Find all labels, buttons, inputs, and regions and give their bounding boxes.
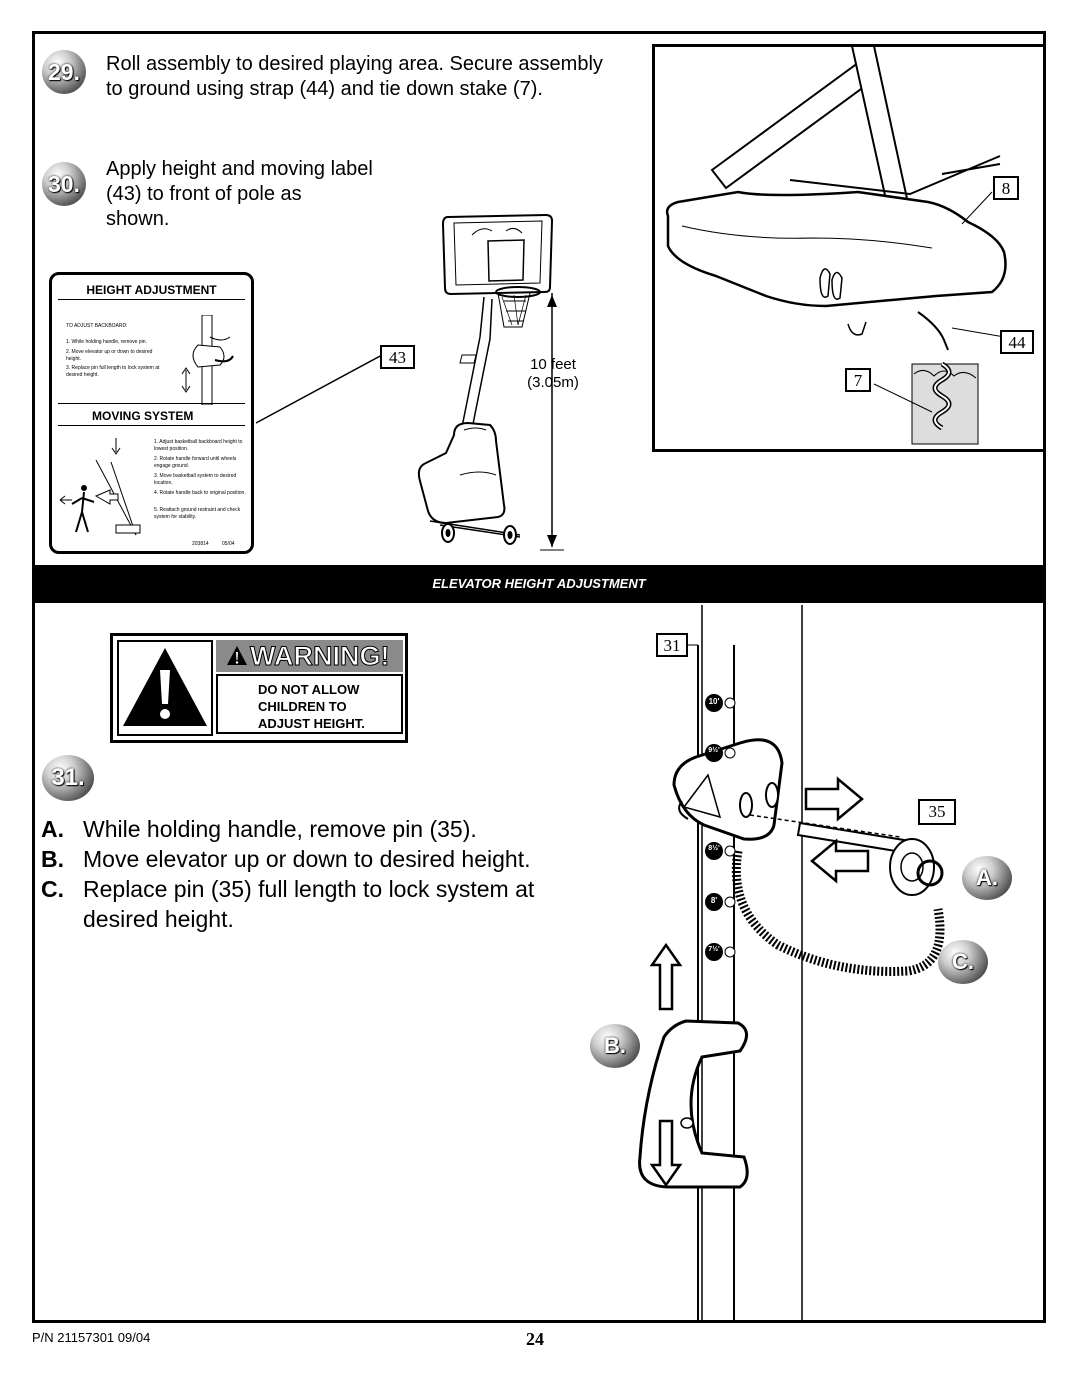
moving-step-3: 3. Move basketball system to desired loc… [154, 473, 237, 486]
section-title-bar: ELEVATOR HEIGHT ADJUSTMENT [32, 565, 1046, 603]
exclamation-triangle-icon [227, 646, 247, 665]
pole-mark-9-5: 9½' [708, 747, 720, 754]
step-31-text-b: Move elevator up or down to desired heig… [83, 846, 531, 872]
callout-8: 8 [993, 176, 1019, 200]
step-31-number: 31. [42, 755, 94, 801]
warning-line2: CHILDREN TO [258, 699, 347, 714]
step-29-line1: Roll assembly to desired playing area. S… [106, 53, 603, 75]
step-30-text: Apply height and moving label (43) to fr… [106, 157, 373, 232]
elevator-detail-illustration [638, 605, 945, 1320]
step-30-number: 30. [42, 162, 86, 206]
pole-mark-7-5: 7½' [708, 946, 720, 953]
warning-header: WARNING! [216, 640, 403, 672]
warning-triangle-icon [117, 640, 213, 736]
page-number: 24 [526, 1329, 544, 1349]
warning-message-box: DO NOT ALLOW CHILDREN TO ADJUST HEIGHT. [216, 674, 403, 734]
moving-system-diagram-icon [59, 438, 141, 536]
warning-line1: DO NOT ALLOW [258, 682, 360, 697]
height-adjustment-title: HEIGHT ADJUSTMENT [86, 283, 217, 297]
step-31-text-c: Replace pin (35) full length to lock sys… [83, 876, 535, 902]
moving-step-2: 2. Rotate handle forward until wheels en… [154, 456, 237, 469]
label-date: 05/04 [222, 541, 235, 547]
step-31-letter-b: B. [41, 846, 64, 872]
badge-c: C. [938, 940, 988, 984]
pole-mark-8: 8' [710, 896, 718, 905]
elevator-diagram-icon [181, 315, 234, 405]
pole-height-marks [705, 694, 736, 961]
callout-43: 43 [380, 345, 415, 369]
callout-7: 7 [845, 368, 871, 392]
label-divider [58, 425, 245, 426]
step-30-line3: shown. [106, 208, 170, 230]
height-step-1: 1. While holding handle, remove pin. [66, 339, 147, 345]
height-feet: 10 feet [530, 356, 576, 373]
step-31-item-a: A. While holding handle, remove pin (35)… [41, 814, 534, 844]
label-divider [58, 403, 245, 404]
height-dimension: 10 feet (3.05m) [523, 356, 583, 392]
callout-35: 35 [918, 799, 956, 825]
step-31-item-c-cont: desired height. [41, 904, 534, 934]
label-divider [58, 299, 245, 300]
moving-system-title: MOVING SYSTEM [92, 409, 194, 423]
label-code: 203814 [192, 541, 209, 547]
page-frame [32, 31, 1046, 1323]
warning-message: DO NOT ALLOW CHILDREN TO ADJUST HEIGHT. [258, 681, 365, 732]
pole-mark-10: 10' [708, 697, 720, 706]
step-29-number: 29. [42, 50, 86, 94]
step-29-text: Roll assembly to desired playing area. S… [106, 52, 603, 102]
part-number: P/N 21157301 09/04 [32, 1330, 151, 1345]
height-step-3: 3. Replace pin full length to lock syste… [66, 365, 160, 378]
step-31-text-c-line2: desired height. [83, 906, 234, 932]
moving-step-5: 5. Reattach ground restraint and check s… [154, 507, 241, 520]
callout-31: 31 [656, 633, 688, 657]
warning-label: WARNING! DO NOT ALLOW CHILDREN TO ADJUST… [110, 633, 408, 743]
step-31-item-b: B. Move elevator up or down to desired h… [41, 844, 534, 874]
step-31-instructions: A. While holding handle, remove pin (35)… [41, 814, 534, 934]
moving-step-4: 4. Rotate handle back to original positi… [154, 490, 246, 496]
moving-step-1: 1. Adjust basketball backboard height to… [154, 439, 243, 452]
height-meters: (3.05m) [527, 374, 579, 391]
height-moving-label: HEIGHT ADJUSTMENT TO ADJUST BACKBOARD: 1… [49, 272, 254, 554]
step-31-letter-c: C. [41, 876, 64, 902]
callout-44: 44 [1000, 330, 1034, 354]
badge-b: B. [590, 1024, 640, 1068]
step-31-text-a: While holding handle, remove pin (35). [83, 816, 477, 842]
step-31-item-c: C. Replace pin (35) full length to lock … [41, 874, 534, 904]
warning-line3: ADJUST HEIGHT. [258, 716, 365, 731]
pole-mark-8-5: 8½' [708, 845, 720, 852]
basketball-system-illustration [255, 213, 564, 551]
step-31-letter-a: A. [41, 816, 64, 842]
step-29-line2: to ground using strap (44) and tie down … [106, 78, 543, 100]
badge-a: A. [962, 856, 1012, 900]
height-subtitle: TO ADJUST BACKBOARD: [66, 323, 128, 329]
height-step-2: 2. Move elevator up or down to desired h… [66, 349, 153, 362]
step-30-line2: (43) to front of pole as [106, 183, 302, 205]
step-30-line1: Apply height and moving label [106, 158, 373, 180]
warning-title: WARNING! [249, 641, 390, 672]
